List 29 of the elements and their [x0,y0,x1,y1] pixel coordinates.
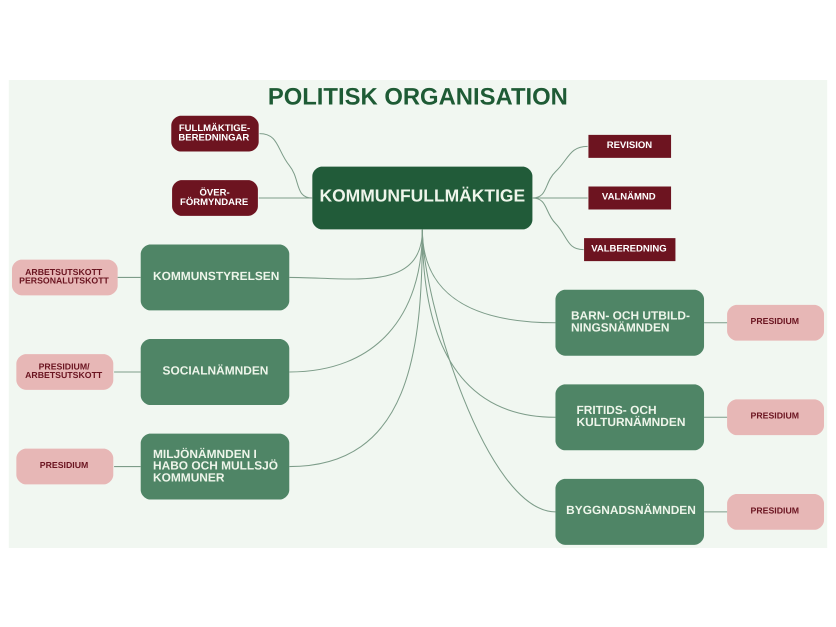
connector [704,510,728,512]
node-box: ÖVER- FÖRMYNDARE [172,180,258,216]
node-box: PRESIDIUM [727,398,824,435]
connector [259,132,312,198]
connector [532,196,584,250]
connector [289,229,423,467]
node-box: REVISION [588,134,672,158]
node-box: PRESIDIUM [16,448,114,484]
node-box: FULLMÄKTIGE- BEREDNINGAR [171,115,259,151]
node-box: VALBEREDNING [584,238,676,261]
connector [704,416,728,418]
node-box: SOCIALNÄMNDEN [140,338,290,404]
node-box: ARBETSUTSKOTT PERSONALUTSKOTT [12,259,118,295]
node-box: BARN- OCH UTBILD- NINGSNÄMNDEN [555,289,704,356]
node-box: KOMMUNSTYRELSEN [140,244,290,310]
node-box: VALNÄMND [588,186,672,210]
connector [258,196,312,198]
connector [114,466,141,467]
node-box: PRESIDIUM [727,493,824,530]
node-box: PRESIDIUM/ ARBETSUTSKOTT [16,354,114,390]
diagram-title: POLITISK ORGANISATION [268,83,568,110]
node-box: FRITIDS- OCH KULTURNÄMNDEN [555,384,704,450]
node-box: PRESIDIUM [727,304,824,340]
connector [114,370,141,372]
connector [704,322,728,323]
connector [118,276,141,278]
node-box: BYGGNADSNÄMNDEN [555,478,704,544]
node-box: MILJÖNÄMNDEN I HABO OCH MULLSJÖ KOMMUNER [140,433,290,500]
node-box: KOMMUNFULLMÄKTIGE [312,166,532,229]
